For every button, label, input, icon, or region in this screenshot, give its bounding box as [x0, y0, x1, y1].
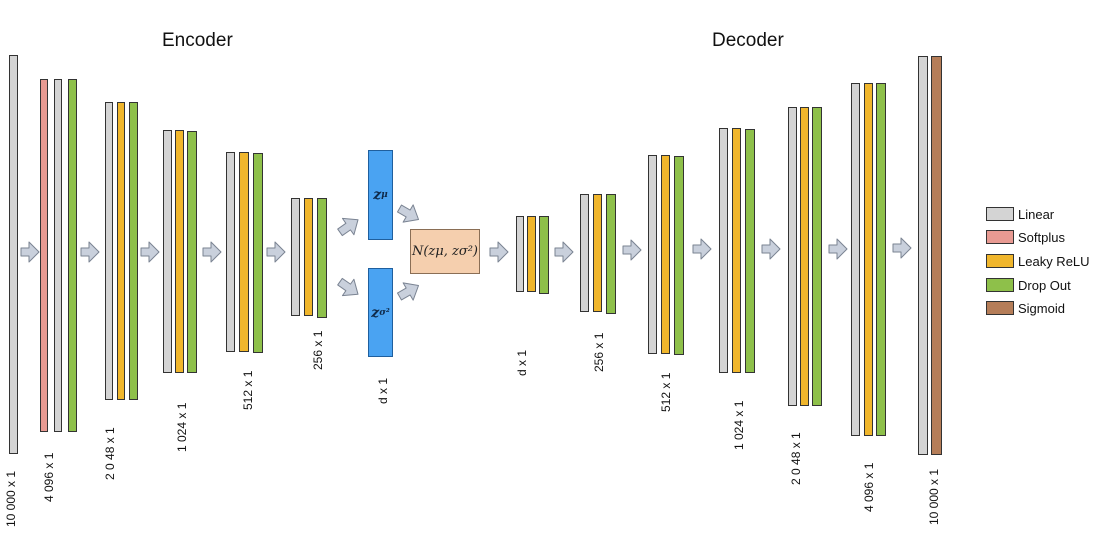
dec-d-dropout-bar	[539, 216, 549, 294]
legend-label: Sigmoid	[1018, 300, 1065, 316]
z-sigma-subscript: σ²	[379, 307, 390, 318]
dim-label-dec-4096: 4 096 x 1	[862, 462, 876, 512]
enc-256-leaky-relu-bar	[304, 198, 313, 316]
z-mu-label: z	[373, 187, 382, 203]
dim-label-enc-2048: 2 0 48 x 1	[103, 427, 117, 480]
arrow-right-icon	[554, 241, 574, 263]
dec-2048-leaky-relu-bar	[800, 107, 809, 406]
legend-item-leaky-relu: Leaky ReLU	[986, 253, 1090, 269]
enc-2048-linear-bar	[105, 102, 113, 400]
dim-label-enc-input: 10 000 x 1	[4, 470, 18, 527]
dim-label-dec-1024: 1 024 x 1	[732, 400, 746, 450]
enc-1024-leaky-relu-bar	[175, 130, 184, 373]
arrow-right-icon	[622, 239, 642, 261]
legend-item-dropout: Drop Out	[986, 277, 1071, 293]
dec-512-dropout-bar	[674, 156, 684, 355]
dim-label-dec-d: d x 1	[515, 349, 529, 376]
enc-512-leaky-relu-bar	[239, 152, 249, 352]
dim-label-dec-2048: 2 0 48 x 1	[789, 432, 803, 485]
dec-512-linear-bar	[648, 155, 657, 354]
enc-1024-linear-bar	[163, 130, 172, 373]
legend-swatch-leaky-relu	[986, 254, 1014, 268]
dim-label-dec-output: 10 000 x 1	[927, 468, 941, 525]
enc-2048-dropout-bar	[129, 102, 138, 400]
decoder-title: Decoder	[712, 30, 784, 51]
arrow-right-icon	[761, 238, 781, 260]
enc-input-linear-bar	[9, 55, 18, 454]
dim-label-dec-256: 256 x 1	[592, 332, 606, 372]
legend-label: Drop Out	[1018, 277, 1071, 293]
dec-4096-leaky-relu-bar	[864, 83, 873, 436]
legend-swatch-softplus	[986, 230, 1014, 244]
dim-label-enc-1024: 1 024 x 1	[175, 402, 189, 452]
arrow-diagonal-icon	[396, 282, 420, 301]
legend-label: Leaky ReLU	[1018, 253, 1090, 269]
dec-256-dropout-bar	[606, 194, 616, 314]
enc-1024-dropout-bar	[187, 131, 197, 373]
dec-4096-dropout-bar	[876, 83, 886, 436]
arrow-right-icon	[489, 241, 509, 263]
dim-label-enc-512: 512 x 1	[241, 370, 255, 410]
dec-1024-linear-bar	[719, 128, 728, 373]
arrow-right-icon	[828, 238, 848, 260]
legend-item-sigmoid: Sigmoid	[986, 300, 1065, 316]
dim-label-enc-4096: 4 096 x 1	[42, 452, 56, 502]
enc-256-dropout-bar	[317, 198, 327, 318]
legend-swatch-sigmoid	[986, 301, 1014, 315]
enc-512-dropout-bar	[253, 153, 263, 353]
dec-2048-dropout-bar	[812, 107, 822, 406]
arrow-diagonal-icon	[396, 204, 420, 223]
encoder-title: Encoder	[162, 30, 233, 51]
normal-sampling-label: N(zμ, zσ²)	[411, 244, 478, 259]
enc-4096-softplus-bar	[40, 79, 48, 432]
enc-4096-linear-bar	[54, 79, 62, 432]
enc-4096-dropout-bar	[68, 79, 77, 432]
arrow-diagonal-icon	[337, 217, 359, 237]
dec-d-leaky-relu-bar	[527, 216, 536, 292]
arrow-right-icon	[20, 241, 40, 263]
z-sigma-label: z	[371, 304, 380, 321]
enc-256-linear-bar	[291, 198, 300, 316]
arrow-right-icon	[140, 241, 160, 263]
legend-swatch-dropout	[986, 278, 1014, 292]
dec-output-sigmoid-bar	[931, 56, 942, 455]
enc-2048-leaky-relu-bar	[117, 102, 125, 400]
dec-output-linear-bar	[918, 56, 928, 455]
dec-512-leaky-relu-bar	[661, 155, 670, 354]
dec-1024-dropout-bar	[745, 129, 755, 373]
dim-label-latent: d x 1	[376, 377, 390, 404]
dim-label-enc-256: 256 x 1	[311, 330, 325, 370]
legend-label: Softplus	[1018, 229, 1065, 245]
z-mu-subscript: μ	[381, 190, 388, 200]
arrow-right-icon	[80, 241, 100, 263]
legend-swatch-linear	[986, 207, 1014, 221]
legend-label: Linear	[1018, 206, 1055, 222]
arrow-right-icon	[892, 237, 912, 259]
legend-item-linear: Linear	[986, 206, 1054, 222]
arrow-diagonal-icon	[337, 277, 359, 297]
dec-256-leaky-relu-bar	[593, 194, 602, 312]
dec-d-linear-bar	[516, 216, 524, 292]
normal-sampling-block: N(zμ, zσ²)	[410, 229, 480, 274]
dec-256-linear-bar	[580, 194, 589, 312]
dec-1024-leaky-relu-bar	[732, 128, 741, 373]
dec-2048-linear-bar	[788, 107, 797, 406]
arrow-right-icon	[692, 238, 712, 260]
enc-512-linear-bar	[226, 152, 235, 352]
arrow-right-icon	[266, 241, 286, 263]
arrow-right-icon	[202, 241, 222, 263]
dec-4096-linear-bar	[851, 83, 860, 436]
dim-label-dec-512: 512 x 1	[659, 372, 673, 412]
legend-item-softplus: Softplus	[986, 229, 1065, 245]
